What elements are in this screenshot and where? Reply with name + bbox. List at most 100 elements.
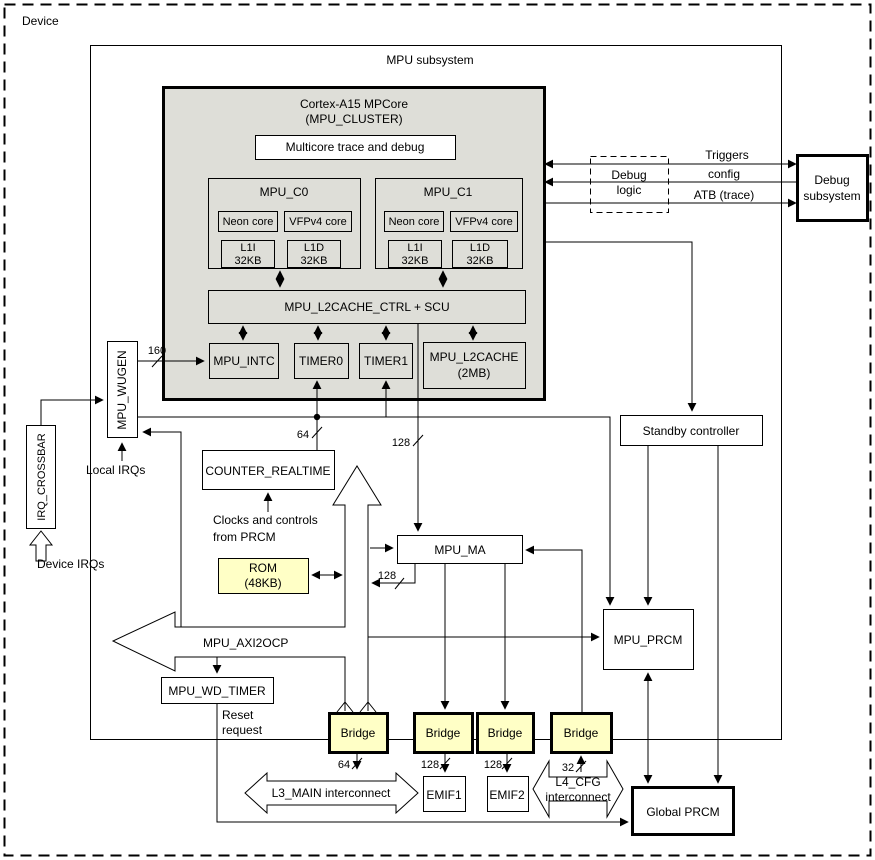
triggers-label: Triggers (705, 148, 749, 162)
open-arrowhead-bridge1-left (336, 701, 354, 713)
bus-128-ma-label: 128 (392, 437, 410, 449)
global-prcm-box (631, 786, 735, 836)
bus-64-bridge1-tick (351, 757, 363, 770)
timer1-label: TIMER1 (364, 354, 408, 368)
timer1-box (359, 343, 413, 379)
irq-crossbar-box (26, 425, 56, 529)
bus-128-emif2-tick (501, 757, 513, 770)
timer0-box (294, 343, 349, 379)
mpu-wd-timer-label: MPU_WD_TIMER (168, 684, 266, 698)
device-label: Device (22, 14, 59, 28)
irq-crossbar-label: IRQ_CROSSBAR (36, 433, 48, 520)
c0-l1i-line2: 32KB (235, 255, 262, 267)
mpu-intc-label: MPU_INTC (213, 354, 275, 368)
debug-subsystem-line2: subsystem (803, 189, 860, 203)
clocks-line1: Clocks and controls (213, 513, 318, 527)
c0-l1d-line1: L1D (304, 242, 324, 254)
device-border (3, 3, 872, 857)
mpu-prcm-box (603, 609, 694, 670)
wire-wakeup-to-wugen (142, 427, 182, 627)
emif1-box (423, 776, 466, 812)
device-irqs-arrow (28, 530, 54, 562)
emif2-box (487, 776, 529, 812)
mpu-c1: MPU_C1 Neon core VFPv4 core L1I 32KB L1D… (375, 178, 523, 269)
timer0-label: TIMER0 (299, 354, 343, 368)
bus-128-axi-tick (394, 577, 405, 590)
mpu-ma-box (397, 535, 523, 564)
bus-160-label: 160 (148, 345, 166, 357)
wire-cluster-to-standby (546, 241, 697, 412)
config-label: config (708, 167, 740, 181)
c0-l1i-line1: L1I (240, 242, 255, 254)
c0-l1d-box (287, 240, 341, 268)
c1-vfp-label: VFPv4 core (455, 216, 512, 228)
bus-32-bridge4-tick (575, 760, 587, 773)
mpu-intc-box (209, 343, 279, 379)
c1-neon-box (384, 211, 444, 232)
bus-128-emif1-tick (439, 757, 451, 770)
rom-box (218, 558, 309, 594)
mpu-c1-label: MPU_C1 (424, 185, 473, 199)
c1-l1d-box (452, 240, 508, 268)
debug-logic-box (590, 156, 669, 213)
bus-128-emif1-label: 128 (421, 759, 439, 771)
mpu-wugen-box (107, 341, 138, 438)
bus-64-bridge1-label: 64 (338, 759, 350, 771)
wire-crossbar-to-wugen (40, 395, 104, 425)
debug-logic-line1: Debug (611, 168, 646, 182)
bus-128-axi-label: 128 (378, 570, 396, 582)
c1-l1d-line1: L1D (470, 242, 490, 254)
local-irqs-label: Local IRQs (86, 463, 145, 477)
wires (40, 159, 797, 827)
c0-l1d-line2: 32KB (301, 255, 328, 267)
bus-160-tick (151, 355, 163, 368)
standby-controller-box (620, 415, 763, 446)
atb-label: ATB (trace) (694, 188, 754, 202)
bridge2-box (413, 712, 474, 754)
bus-64-counter-tick (311, 426, 323, 439)
bus-32-bridge4-label: 32 (562, 762, 574, 774)
mpu-ma-label: MPU_MA (434, 543, 485, 557)
mpu-l2cache-box (423, 342, 526, 389)
device-irqs-label: Device IRQs (37, 557, 104, 571)
c1-vfp-box (450, 211, 518, 232)
wire-bridge4-to-ma (525, 545, 583, 713)
bridge1-label: Bridge (341, 726, 376, 740)
wire-reset-request (216, 703, 629, 827)
l3-main-label: L3_MAIN interconnect (272, 786, 391, 800)
bridge1-box (328, 712, 389, 754)
standby-controller-label: Standby controller (643, 424, 740, 438)
l4-cfg-line2: interconnect (545, 790, 611, 804)
mpu-wd-timer-box (161, 677, 274, 704)
mpu-wugen-label: MPU_WUGEN (115, 350, 129, 429)
l4-cfg-line1: L4_CFG (555, 775, 600, 789)
open-arrowhead-bridge1-right (359, 701, 377, 713)
l4-cfg-arrow (532, 759, 624, 819)
bus-128-emif2-label: 128 (484, 759, 502, 771)
l3-main-arrow (244, 771, 419, 815)
mpu-c0-label: MPU_C0 (260, 185, 309, 199)
rom-line1: ROM (249, 561, 277, 575)
mpu-l2cache-line2: (2MB) (458, 366, 491, 380)
c1-l1i-line2: 32KB (402, 255, 429, 267)
mpu-subsystem-label: MPU subsystem (386, 53, 473, 67)
l2cache-ctrl-scu-box (208, 290, 526, 324)
global-prcm-label: Global PRCM (646, 805, 719, 819)
c1-l1i-box (388, 240, 442, 268)
cluster-subtitle: (MPU_CLUSTER) (305, 112, 402, 126)
counter-realtime-box (202, 450, 335, 490)
c0-l1i-box (221, 240, 275, 268)
axi2ocp-label: MPU_AXI2OCP (203, 636, 288, 650)
bridge4-label: Bridge (564, 726, 599, 740)
emif1-label: EMIF1 (426, 788, 462, 802)
bridge3-box (476, 712, 535, 754)
mpu-c0: MPU_C0 Neon core VFPv4 core L1I 32KB L1D… (208, 178, 361, 269)
c1-l1d-line2: 32KB (467, 255, 494, 267)
c0-neon-label: Neon core (223, 216, 274, 228)
trace-debug-box (255, 135, 456, 160)
c0-neon-box (218, 211, 278, 232)
wire-ma-to-axi-128 (371, 563, 416, 588)
l2cache-ctrl-scu-label: MPU_L2CACHE_CTRL + SCU (284, 300, 449, 314)
